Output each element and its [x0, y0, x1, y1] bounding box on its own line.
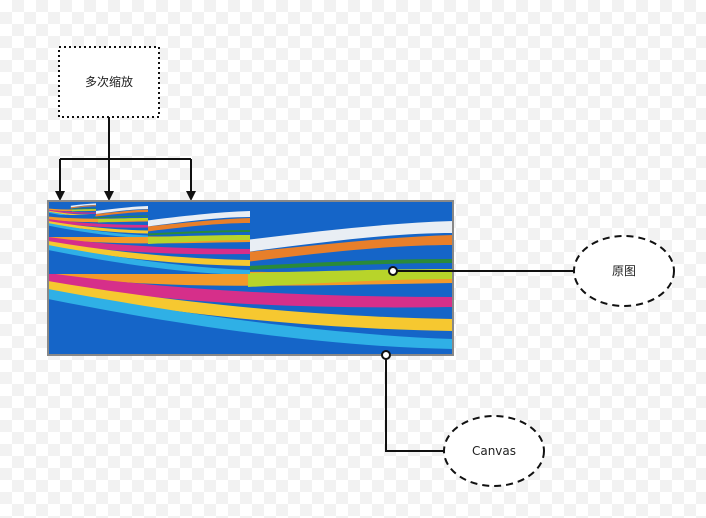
- canvas-image[interactable]: [47, 200, 454, 356]
- canvas-anchor-dot: [381, 350, 391, 360]
- original-label: 原图: [612, 264, 636, 278]
- original-node[interactable]: [573, 235, 675, 307]
- multi-zoom-node[interactable]: [58, 46, 160, 118]
- canvas-label: Canvas: [472, 444, 516, 458]
- canvas-node[interactable]: [443, 415, 545, 487]
- canvas-connector: [385, 355, 446, 452]
- multi-zoom-label: 多次缩放: [85, 74, 133, 89]
- zoom-connector: [60, 117, 191, 160]
- original-anchor-dot: [388, 266, 398, 276]
